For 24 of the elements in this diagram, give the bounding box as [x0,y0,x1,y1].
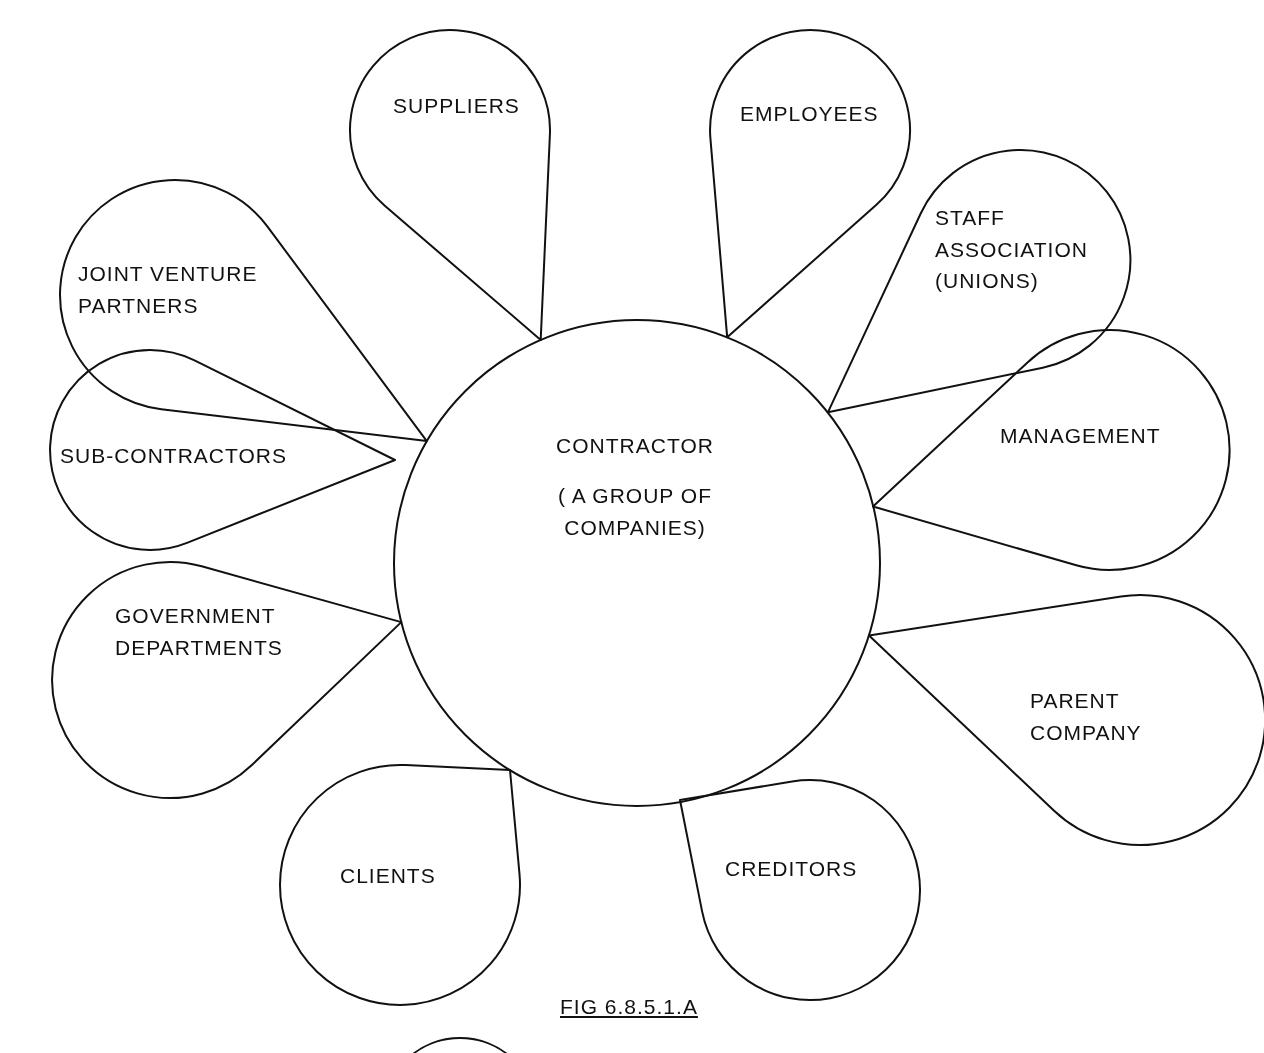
petal-shape [708,28,912,340]
node-label: PARENT COMPANY [1030,688,1143,746]
petal-shape [825,148,1132,415]
petal-shape [678,778,922,1002]
node-label: GOVERNMENT DEPARTMENTS [115,603,284,661]
node-label: MANAGEMENT [1000,423,1162,449]
node-label: STAFF ASSOCIATION (UNIONS) [935,205,1085,294]
petal-shape [866,593,1264,847]
node-label: EMPLOYEES [740,101,880,127]
figure-caption: FIG 6.8.5.1.A [560,995,698,1019]
petal-shape [871,328,1232,572]
node-label: ( A GROUP OF COMPANIES) [557,483,713,541]
petal-shape [58,178,429,444]
petal-shape [50,560,404,800]
center-circle [392,318,882,808]
petal-shape [48,348,397,552]
petal-shape [348,28,552,342]
node-label: CONTRACTOR [555,433,715,459]
node-label: CLIENTS [340,863,437,889]
node-label: CREDITORS [725,856,859,882]
node-label: JOINT VENTURE PARTNERS [78,261,259,319]
petal-shape [278,763,522,1007]
node-label: SUPPLIERS [393,93,521,119]
node-label: SUB-CONTRACTORS [60,443,288,469]
